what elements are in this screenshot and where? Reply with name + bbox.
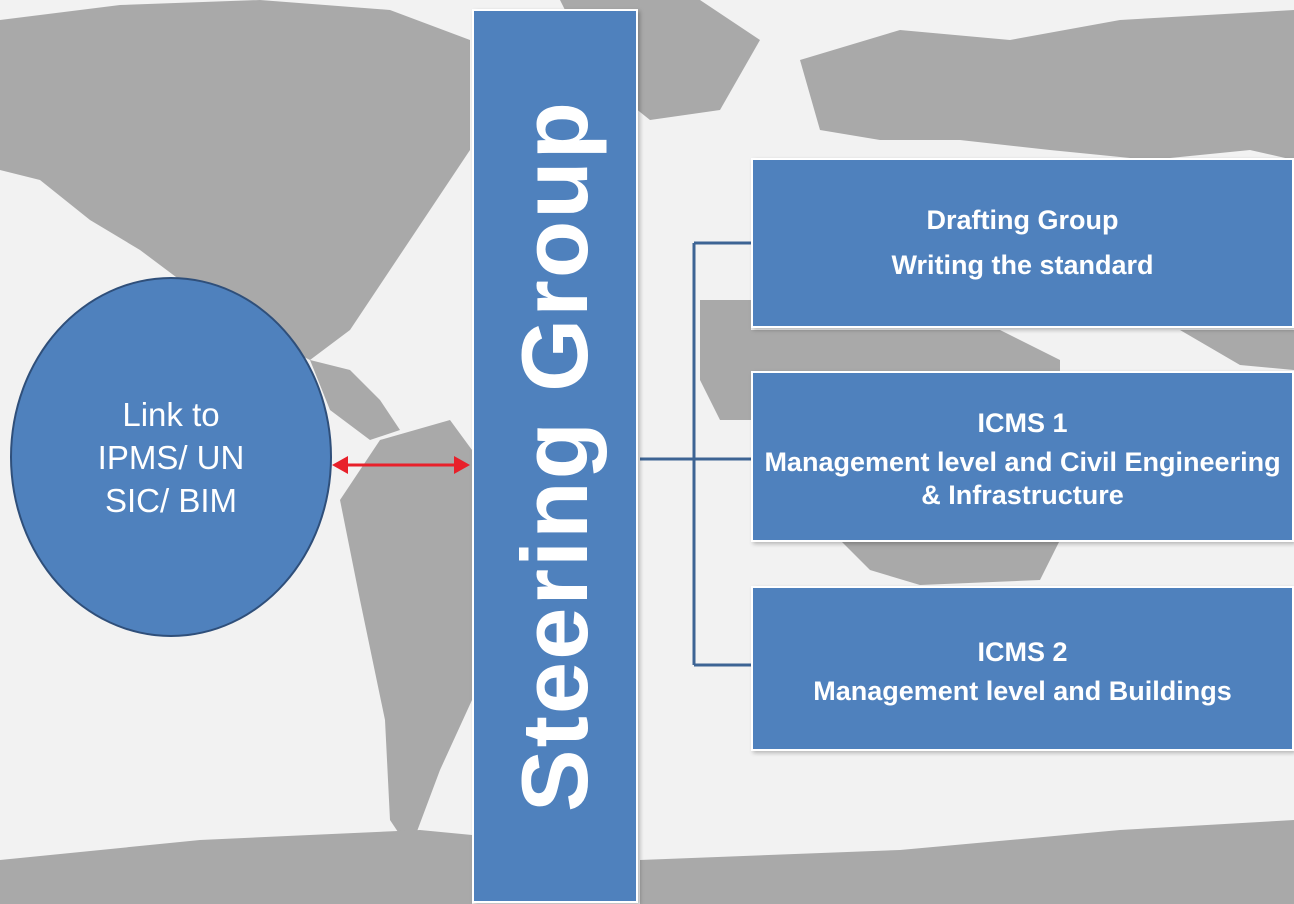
continent-north-america [0,0,470,360]
continent-africa [700,300,1060,420]
icms1-subtitle: Management level and Civil Engineering &… [764,447,1281,510]
bidirectional-arrow [332,456,470,474]
icms2-title: ICMS 2 [977,636,1068,667]
icms1-box: ICMS 1 Management level and Civil Engine… [751,371,1294,542]
steering-group-box: Steering Group [472,9,638,903]
icms1-title: ICMS 1 [977,408,1068,438]
continent-south-america [340,420,472,850]
link-circle: Link to IPMS/ UN SIC/ BIM [10,277,332,637]
steering-group-label: Steering Group [502,99,607,813]
drafting-group-box: Drafting Group Writing the standard [751,158,1294,328]
icms2-subtitle: Management level and Buildings [813,675,1232,706]
continent-antarctica [0,830,472,904]
continent-eurasia [800,10,1294,160]
drafting-group-title: Drafting Group [926,205,1119,235]
drafting-group-subtitle: Writing the standard [891,250,1154,280]
continent-antarctica-east [640,820,1294,904]
link-circle-label: Link to IPMS/ UN SIC/ BIM [97,395,245,519]
continent-africa-south [840,540,1060,585]
connector-lines [640,241,751,667]
continent-central-america [310,360,400,440]
continent-arabia [1180,330,1294,370]
icms2-box: ICMS 2 Management level and Buildings [751,586,1294,751]
